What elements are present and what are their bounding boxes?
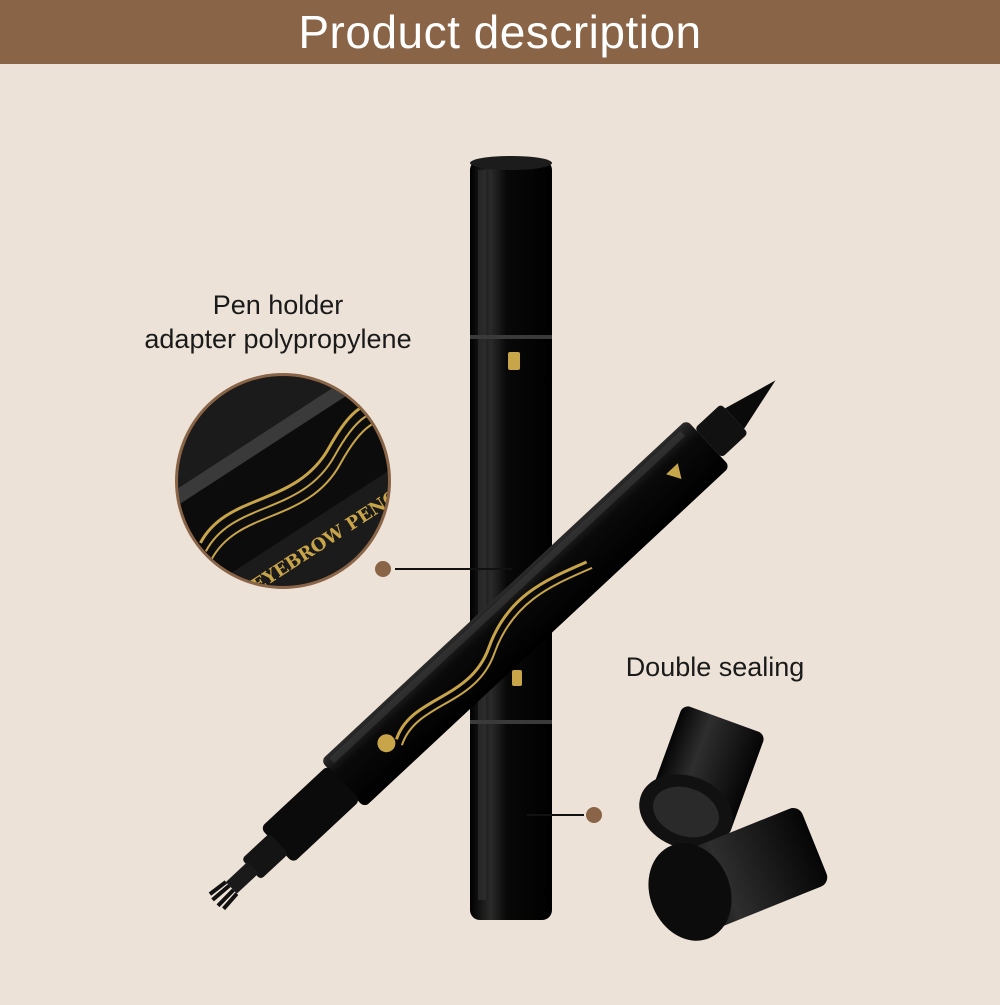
page-title: Product description xyxy=(298,6,702,58)
header-banner: Product description xyxy=(0,0,1000,64)
pen-holder-line1: Pen holder xyxy=(212,290,344,320)
pen-holder-line2: adapter polypropylene xyxy=(144,324,412,354)
cap-top xyxy=(639,706,764,850)
callout-double-sealing xyxy=(527,807,602,823)
diagonal-pen xyxy=(208,380,776,911)
double-sealing-label: Double sealing xyxy=(625,652,805,682)
zoom-detail: EYEBROW PENCIL xyxy=(175,373,391,589)
pen-holder-label: Pen holder adapter polypropylene xyxy=(118,288,438,356)
callout-pen-holder xyxy=(375,561,512,577)
cap-bottom xyxy=(648,807,828,941)
vertical-pen xyxy=(470,156,552,920)
